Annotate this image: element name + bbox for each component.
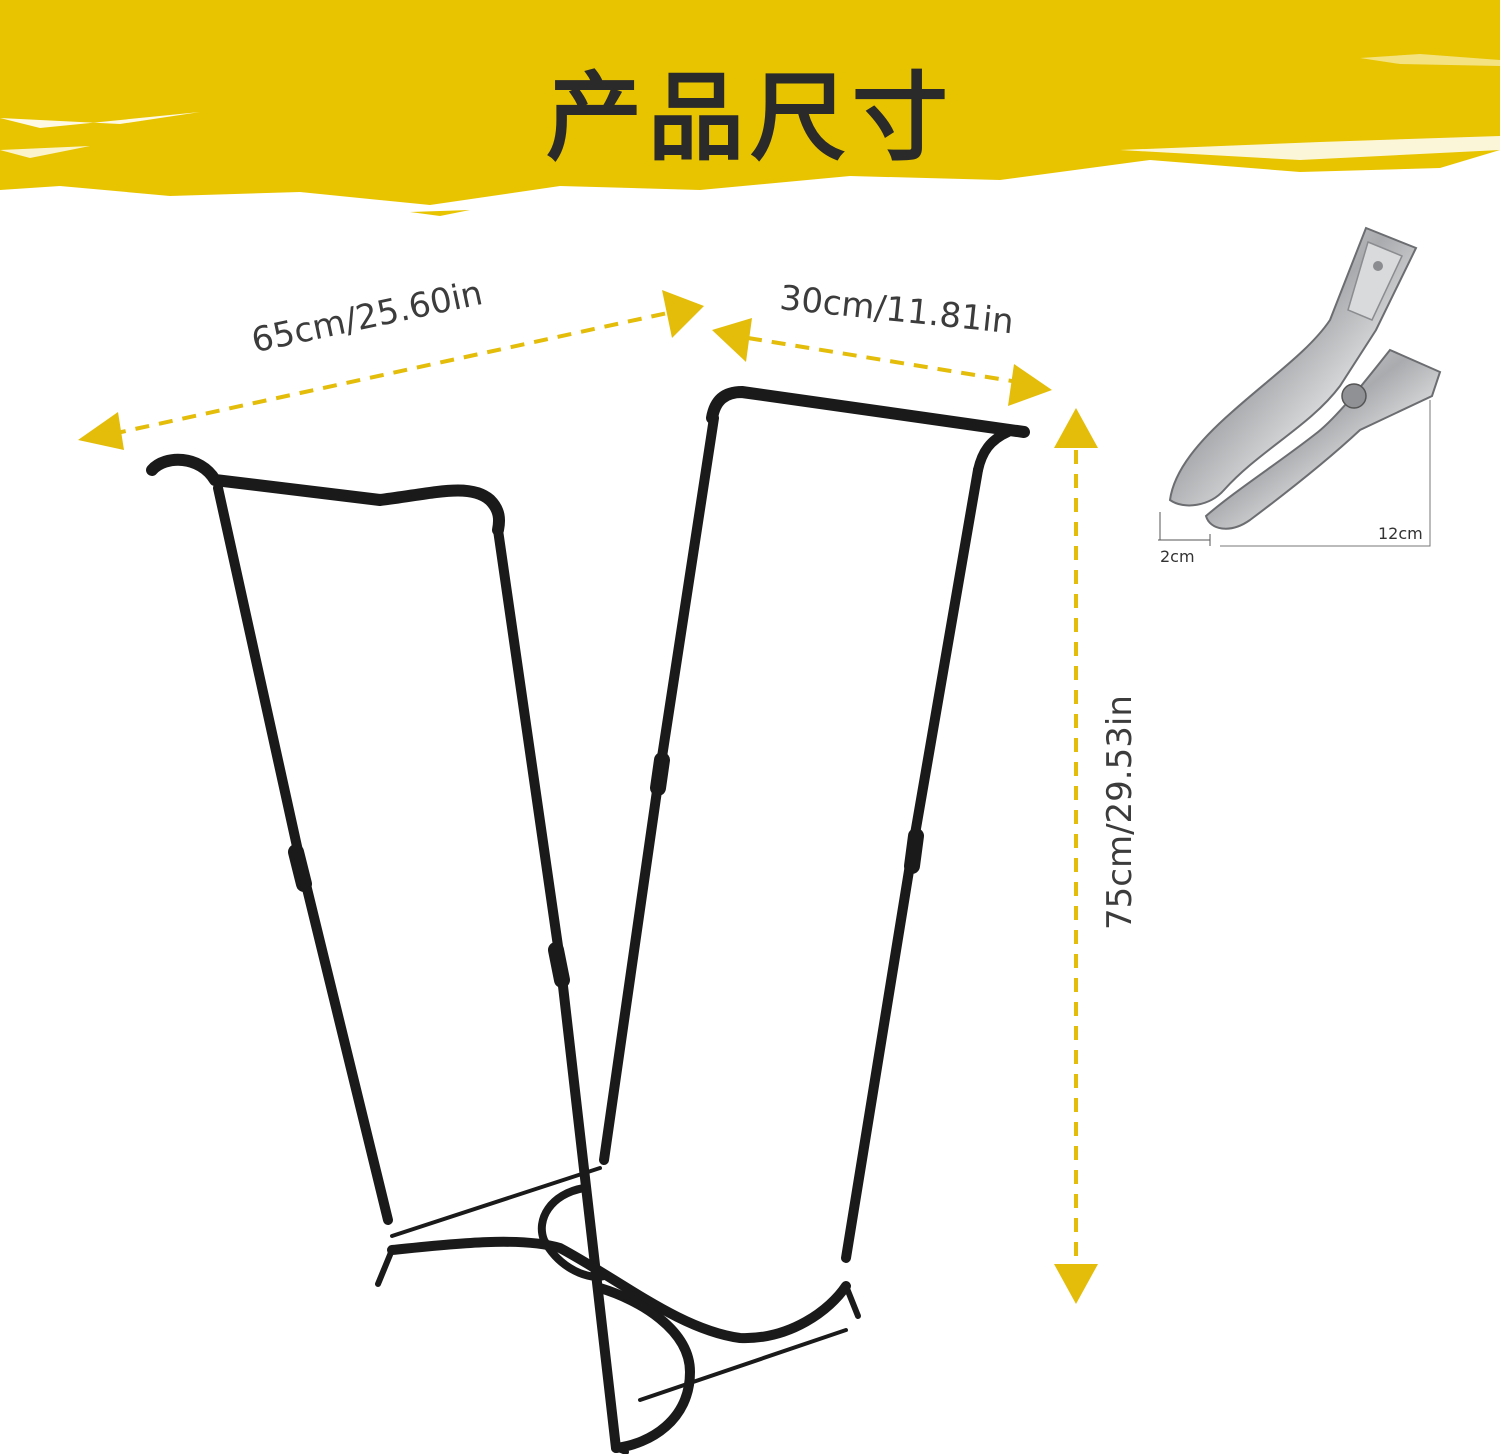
clip-lower-jaw	[1204, 348, 1442, 530]
height-arrow-head-bottom	[1054, 1264, 1098, 1304]
clip-width-label: 2cm	[1160, 547, 1195, 566]
clip-image	[1158, 226, 1442, 547]
depth-arrow	[747, 336, 1019, 384]
depth-arrow-head-right	[1008, 364, 1052, 406]
clip-length-label: 12cm	[1378, 524, 1423, 543]
rack-frame	[146, 386, 1030, 1454]
width-arrow-head-right	[662, 290, 704, 338]
title-banner	[0, 0, 1500, 216]
height-dimension-label: 75cm/29.53in	[1100, 695, 1140, 930]
depth-arrow-head-left	[712, 318, 752, 362]
height-arrow-head-top	[1054, 408, 1098, 448]
page-title: 产品尺寸	[546, 62, 954, 174]
width-arrow-head-left	[78, 412, 124, 450]
